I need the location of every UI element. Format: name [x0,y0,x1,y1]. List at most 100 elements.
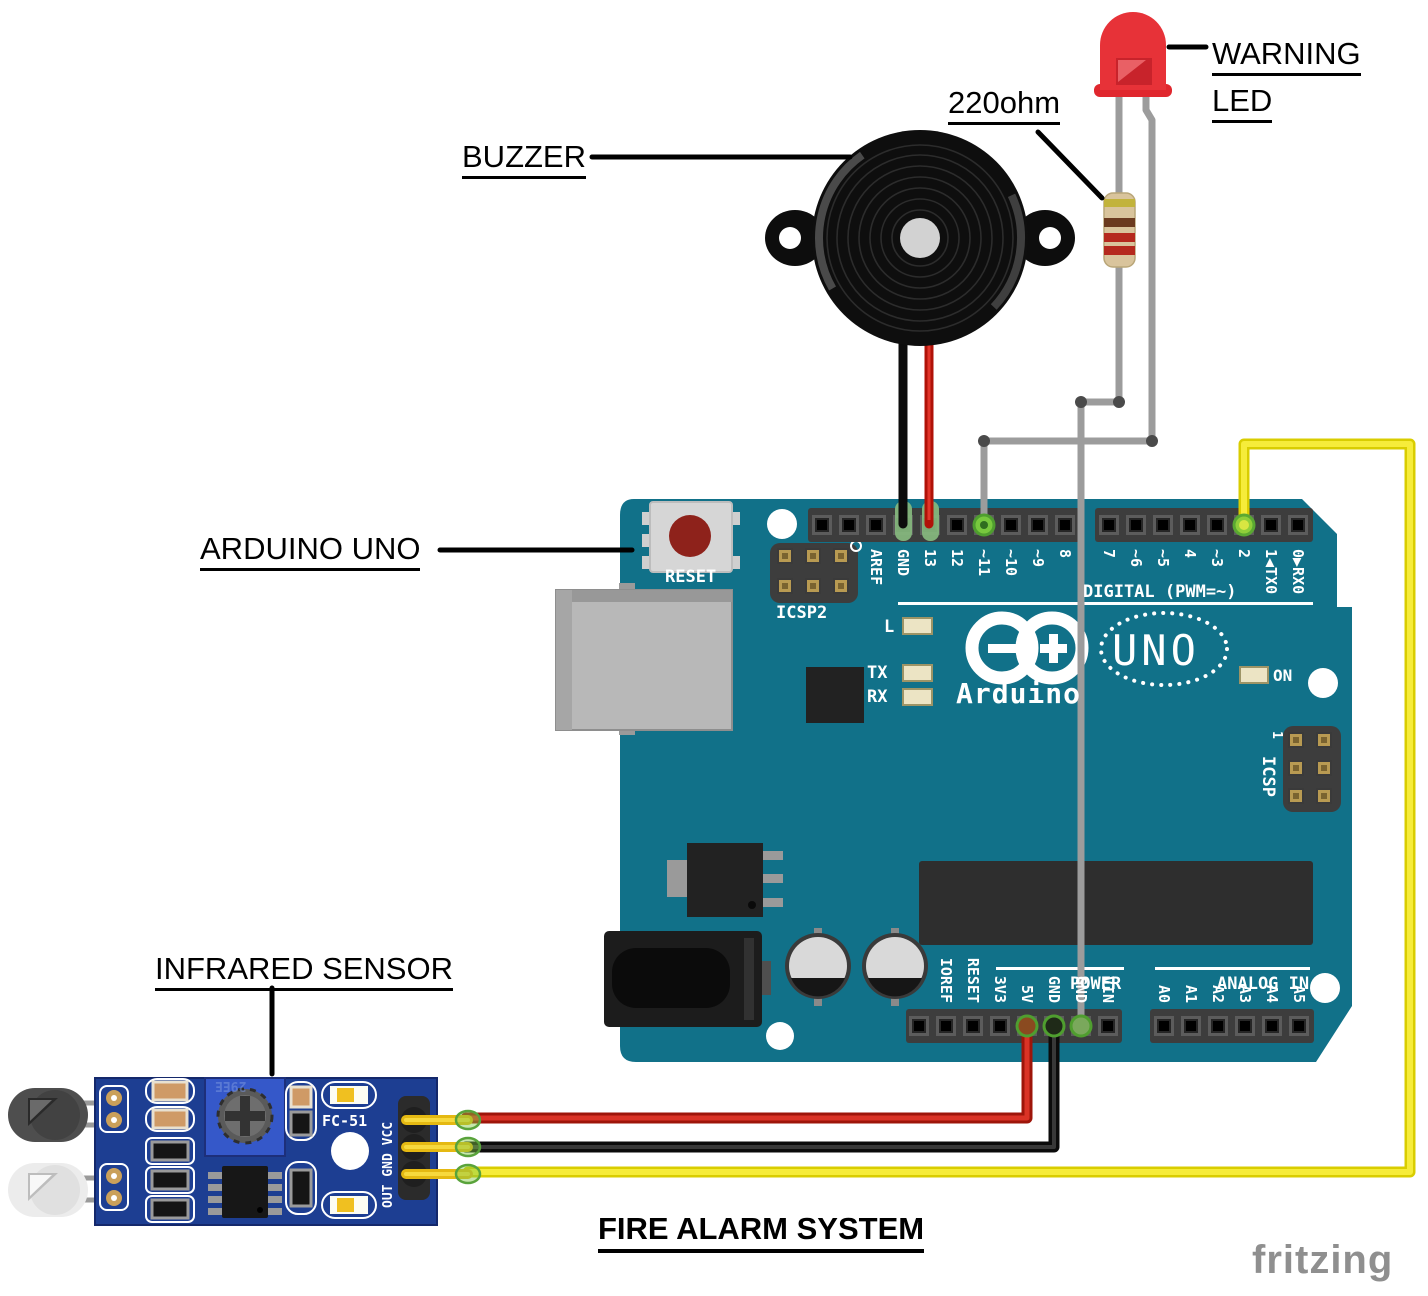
pin-label: GND [894,549,912,577]
smd-components [285,1081,317,1215]
led-on [1239,666,1269,684]
pin-label: 2 [1235,549,1253,559]
callout-buzzer: BUZZER [462,139,586,179]
pin-label: 5V [1018,984,1036,1003]
pin-label: 12 [948,549,966,568]
pin-label: 7 [1100,549,1118,559]
callout-arduino: ARDUINO UNO [200,531,421,571]
connection-highlights [972,513,1256,1038]
pin-label: 4 [1181,549,1199,559]
arduino-logo-text: Arduino [956,677,1082,710]
pin-label: IOREF [937,957,955,1003]
pin-label: A5 [1290,984,1308,1003]
analog-caption: ANALOG IN [1217,974,1310,994]
led-rx [902,688,933,706]
pin-label: 3V3 [991,975,1009,1003]
resistor-220ohm [1103,192,1136,268]
comparator-ic [208,1166,282,1218]
callout-infrared-sensor: INFRARED SENSOR [155,951,453,991]
mount-hole [1310,973,1340,1003]
arduino-logo [965,611,1089,685]
usb-interface-chip [806,667,864,723]
led-l [902,617,933,635]
pin-label: ~11 [975,549,993,577]
callout-warning-text: WARNING [1212,36,1361,76]
usb-connector [555,583,733,735]
pin-label: A4 [1263,984,1281,1003]
pin-label: ~6 [1127,549,1145,568]
pin-label: ~5 [1154,549,1172,568]
buzzer [765,130,1075,346]
diagram-title: FIRE ALARM SYSTEM [598,1211,925,1253]
atmega-chip [919,861,1313,945]
pin-label: A3 [1236,984,1254,1003]
sensor-mount-hole [331,1132,369,1170]
pin-label: ~3 [1208,549,1226,568]
callout-resistor: 220ohm [948,85,1061,125]
diagram-title-text: FIRE ALARM SYSTEM [598,1211,925,1253]
pin-label: RESET [964,957,982,1003]
l-led-label: L [884,617,895,637]
red-wire [460,1020,1033,1124]
callout-warning-led2: LED [1212,83,1273,123]
sensor-lead-holes [99,1085,129,1211]
callout-buzzer-text: BUZZER [462,139,586,179]
fritzing-watermark: fritzing [1252,1238,1394,1282]
wire-junctions [978,396,1158,447]
capacitor [785,928,851,1006]
mount-hole [1308,668,1338,698]
sensor-silkscreen: 29EE [215,1078,247,1093]
led-tx [902,664,933,682]
icsp-pin1-label: 1 [1269,731,1284,739]
yellow-wire [462,438,1416,1178]
digital-caption: DIGITAL (PWM=~) [1083,582,1237,602]
pin-label: ~9 [1029,549,1047,568]
pin-label: A1 [1182,984,1200,1003]
ir-sensor-module [8,1077,482,1226]
icsp-label: ICSP [1258,756,1278,797]
pin-label: A0 [1155,984,1173,1003]
ir-emitter-led [8,1088,110,1142]
pin-label: GND [1072,975,1090,1003]
pin-label: 8 [1056,549,1074,559]
sensor-indicator-leds [321,1081,377,1219]
pin-label: AREF [867,549,885,586]
rx-led-label: RX [867,687,888,707]
callout-led-text: LED [1212,83,1273,123]
voltage-regulator [667,843,783,917]
power-header-strip [906,1009,1122,1043]
power-caption: POWER [1070,974,1122,994]
pin-label: 1◀TX0 [1262,549,1280,595]
callout-arduino-text: ARDUINO UNO [200,531,421,571]
tx-led-label: TX [867,663,888,683]
pin-label: ~10 [1002,549,1020,577]
pin-label: 13 [921,549,939,568]
warning-led [1094,12,1172,97]
callout-infrared-text: INFRARED SENSOR [155,951,453,991]
capacitor [862,928,928,1006]
sensor-model-label: FC-51 [322,1112,368,1130]
pin-label: VIN [1099,975,1117,1003]
buzzer-center [900,218,940,258]
mount-hole [766,1022,794,1050]
uno-model-text: UNO [1112,626,1200,675]
pin-label: GND [1045,975,1063,1003]
callout-resistor-text: 220ohm [948,85,1061,125]
sensor-pins-label: OUT GND VCC [381,1121,396,1208]
mount-hole [767,509,797,539]
pin-label: 0▶RX0 [1289,549,1307,595]
callout-lines [269,44,1209,1077]
uno-oval [1099,611,1229,687]
power-jack [604,931,771,1027]
reset-label: RESET [665,567,717,587]
icsp2-label: ICSP2 [776,603,828,623]
reset-button [642,501,740,573]
on-led-label: ON [1273,666,1293,685]
sensor-header [398,1096,473,1200]
callout-warning-led: WARNING [1212,36,1361,76]
arduino-board [555,499,1352,1062]
digital-header-strip [1095,508,1313,542]
pin-label: A2 [1209,984,1227,1003]
